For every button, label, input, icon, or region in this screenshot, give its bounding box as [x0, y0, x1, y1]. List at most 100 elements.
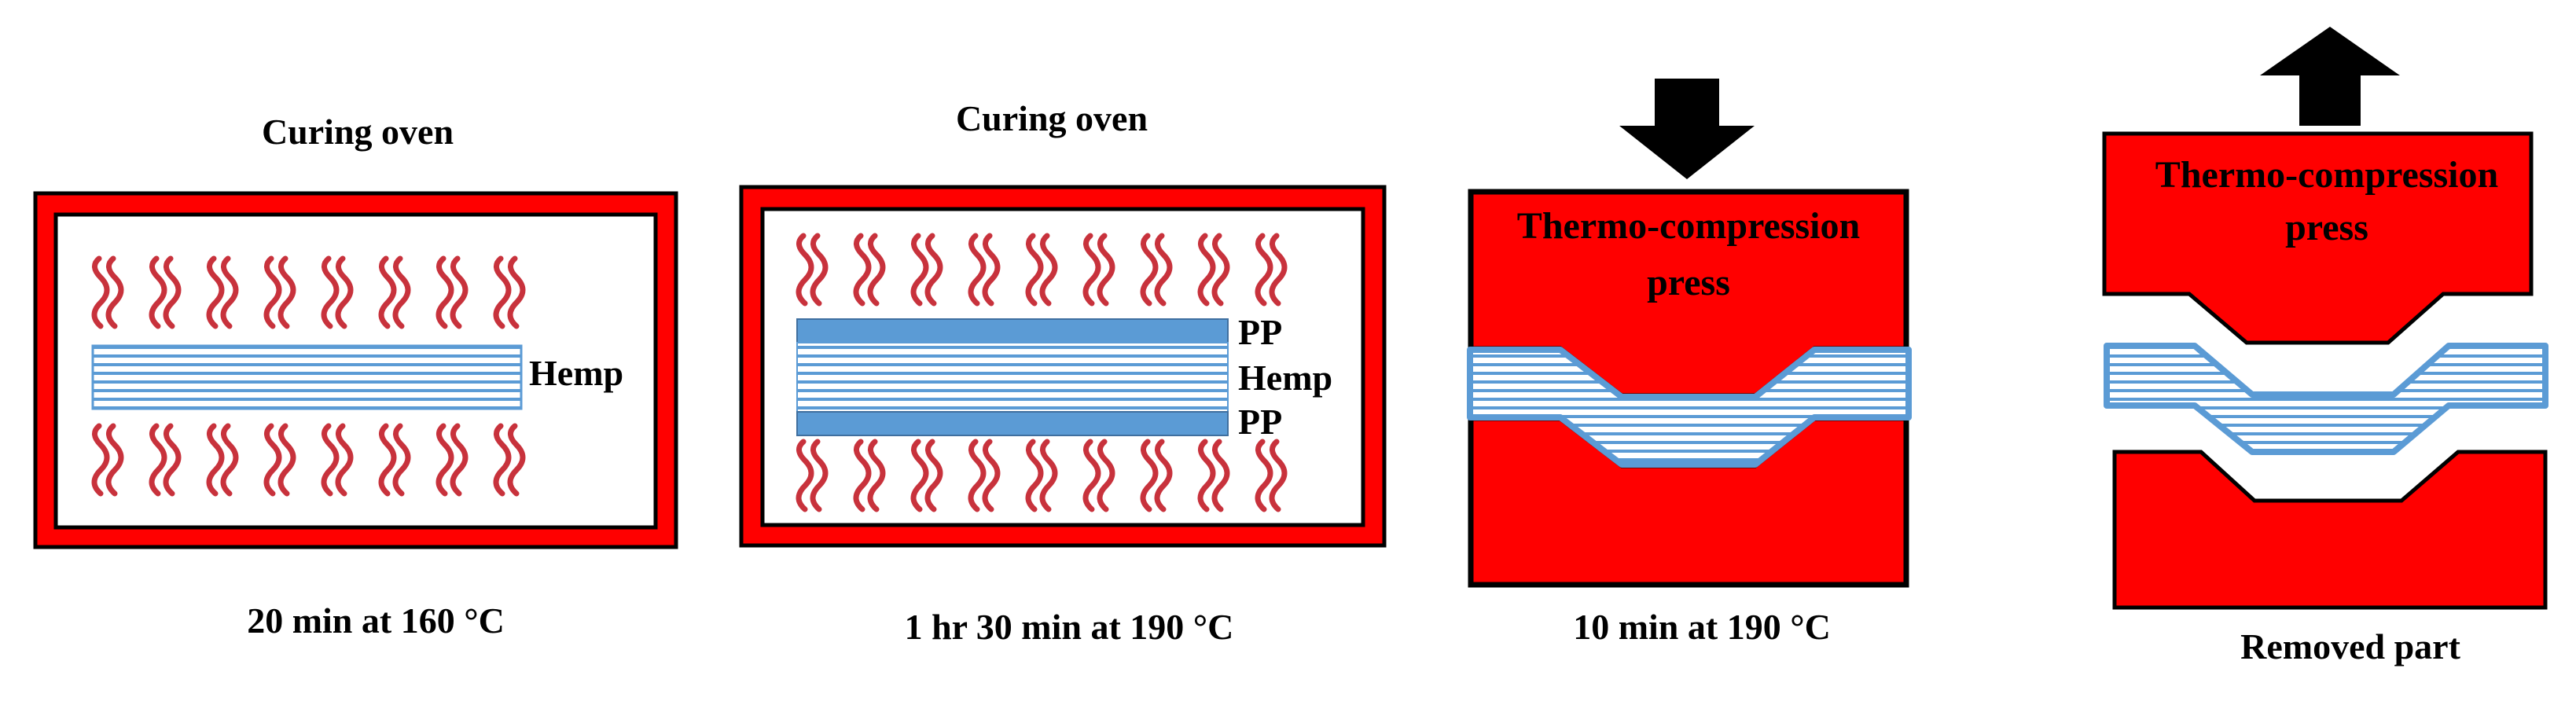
removed-part-caption: Removed part	[2240, 626, 2460, 666]
heat-wave-icon	[924, 439, 943, 512]
heat-wave-icon	[206, 423, 225, 497]
heat-wave-icon	[1140, 233, 1159, 307]
heat-wave-icon	[1154, 233, 1173, 307]
press-label-line2: press	[1647, 262, 1730, 303]
heat-wave-icon	[392, 423, 411, 497]
heat-wave-icon	[1154, 439, 1173, 512]
heat-wave-icon	[91, 423, 110, 497]
heat-wave-icon	[910, 233, 929, 307]
heat-wave-icon	[1039, 439, 1058, 512]
heat-wave-icon	[867, 439, 886, 512]
heat-wave-icon	[1211, 233, 1230, 307]
heat-wave-icon	[163, 423, 182, 497]
press-label-line2: press	[2285, 207, 2368, 248]
oven-panel-1: Curing oven Hemp 20 min at 160 °C	[33, 112, 678, 641]
heat-wave-icon	[1025, 233, 1044, 307]
press-arrow-down-icon	[1619, 79, 1755, 179]
heat-wave-icon	[1082, 233, 1101, 307]
heat-wave-icon	[493, 423, 512, 497]
heat-wave-icon	[968, 233, 987, 307]
heat-wave-icon	[220, 255, 239, 329]
heat-wave-icon	[378, 255, 397, 329]
heat-wave-icon	[810, 233, 829, 307]
heat-wave-icon	[924, 233, 943, 307]
oven-1-caption: 20 min at 160 °C	[247, 600, 505, 641]
heat-wave-icon	[378, 423, 397, 497]
heat-wave-icon	[450, 255, 469, 329]
heat-wave-icon	[220, 423, 239, 497]
press-label-line1: Thermo-compression	[2155, 154, 2498, 196]
heat-wave-icon	[910, 439, 929, 512]
hemp-layer	[91, 344, 523, 410]
heat-wave-icon	[1025, 439, 1044, 512]
heat-wave-icon	[1197, 439, 1216, 512]
heat-wave-icon	[321, 423, 340, 497]
heat-waves-bottom	[796, 439, 1288, 512]
heat-wave-icon	[105, 423, 124, 497]
heat-wave-icon	[149, 255, 167, 329]
press-label-line1: Thermo-compression	[1517, 205, 1860, 247]
pp-layer-bottom	[796, 411, 1229, 436]
heat-wave-icon	[507, 423, 526, 497]
heat-wave-icon	[982, 439, 1001, 512]
heat-wave-icon	[277, 255, 296, 329]
heat-wave-icon	[796, 233, 814, 307]
press-panel-open: Thermo-compression press Removed part	[2102, 27, 2548, 666]
heat-wave-icon	[91, 255, 110, 329]
heat-wave-icon	[163, 255, 182, 329]
heat-wave-icon	[1211, 439, 1230, 512]
hemp-label: Hemp	[1238, 358, 1332, 398]
heat-wave-icon	[206, 255, 225, 329]
heat-wave-icon	[1197, 233, 1216, 307]
heat-wave-icon	[435, 423, 454, 497]
heat-wave-icon	[335, 255, 354, 329]
heat-waves-bottom	[91, 423, 526, 497]
oven-2-title: Curing oven	[956, 98, 1148, 138]
heat-wave-icon	[982, 233, 1001, 307]
upper-die	[2102, 131, 2534, 345]
press-panel-closed: Thermo-compression press 10 min at 190 °…	[1467, 79, 1912, 647]
hemp-layer	[796, 342, 1229, 413]
hemp-label: Hemp	[529, 353, 623, 393]
press-arrow-up-icon	[2260, 27, 2400, 126]
heat-wave-icon	[1039, 233, 1058, 307]
heat-wave-icon	[1255, 233, 1273, 307]
heat-wave-icon	[968, 439, 987, 512]
heat-wave-icon	[853, 439, 872, 512]
heat-wave-icon	[435, 255, 454, 329]
removed-part	[2104, 343, 2548, 455]
heat-wave-icon	[796, 439, 814, 512]
heat-wave-icon	[810, 439, 829, 512]
heat-wave-icon	[1082, 439, 1101, 512]
pp-label-top: PP	[1238, 312, 1282, 352]
heat-wave-icon	[867, 233, 886, 307]
heat-waves-top	[91, 255, 526, 329]
heat-wave-icon	[277, 423, 296, 497]
pp-layer-top	[796, 318, 1229, 343]
press-closed-caption: 10 min at 190 °C	[1573, 607, 1831, 647]
heat-wave-icon	[335, 423, 354, 497]
heat-wave-icon	[450, 423, 469, 497]
oven-2-caption: 1 hr 30 min at 190 °C	[905, 607, 1234, 647]
heat-wave-icon	[263, 255, 282, 329]
heat-wave-icon	[493, 255, 512, 329]
pp-label-bottom: PP	[1238, 402, 1282, 442]
heat-wave-icon	[1097, 439, 1115, 512]
heat-wave-icon	[105, 255, 124, 329]
heat-wave-icon	[853, 233, 872, 307]
oven-panel-2: Curing oven PP Hemp PP 1 hr 30 min at 19…	[739, 98, 1387, 647]
heat-wave-icon	[149, 423, 167, 497]
heat-wave-icon	[1269, 439, 1288, 512]
heat-wave-icon	[392, 255, 411, 329]
heat-wave-icon	[1269, 233, 1288, 307]
heat-wave-icon	[1097, 233, 1115, 307]
heat-wave-icon	[1140, 439, 1159, 512]
heat-wave-icon	[321, 255, 340, 329]
heat-wave-icon	[263, 423, 282, 497]
oven-1-title: Curing oven	[262, 112, 454, 152]
heat-wave-icon	[1255, 439, 1273, 512]
heat-waves-top	[796, 233, 1288, 307]
lower-die	[2112, 450, 2548, 610]
heat-wave-icon	[507, 255, 526, 329]
